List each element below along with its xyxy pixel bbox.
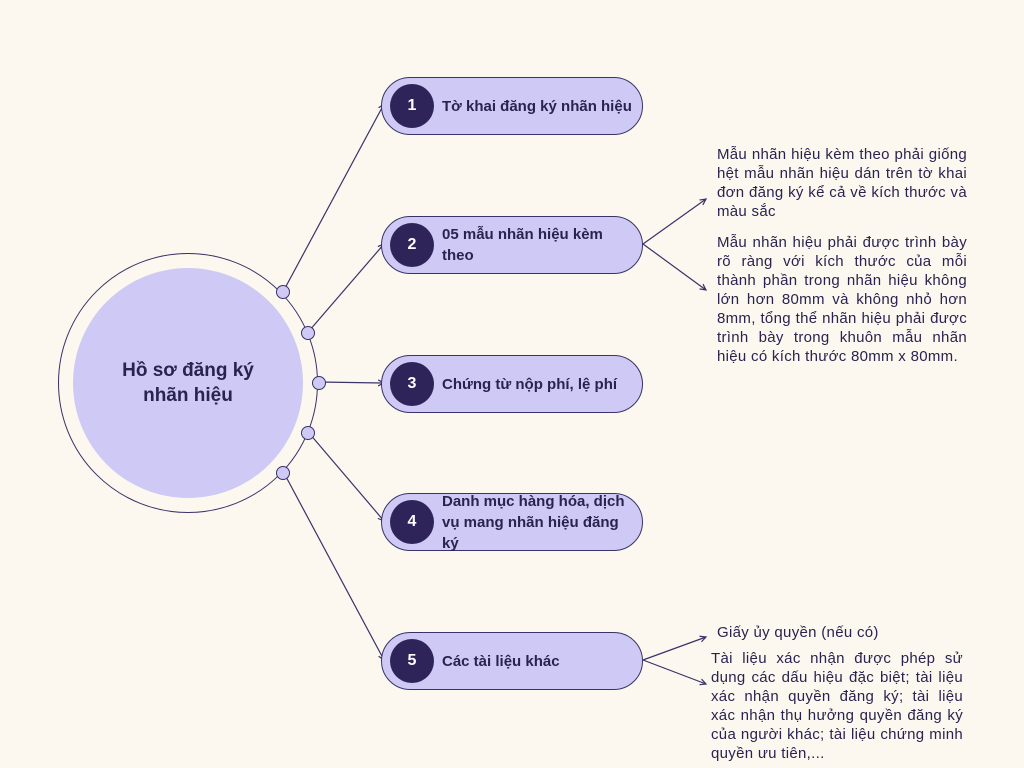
note-item2-size-rules: Mẫu nhãn hiệu phải được trình bày rõ ràn… (717, 234, 967, 365)
item-number-badge: 3 (390, 362, 434, 406)
junction-dot-4 (301, 426, 315, 440)
note-item5-other-documents: Tài liệu xác nhận được phép sử dụng các … (711, 650, 963, 762)
junction-dot-3 (312, 376, 326, 390)
item-label: Danh mục hàng hóa, dịch vụ mang nhãn hiệ… (442, 492, 625, 552)
item-node-2: 2 05 mẫu nhãn hiệu kèm theo (381, 216, 643, 274)
connector-5b (642, 659, 706, 684)
connector-3 (318, 382, 384, 383)
item-number-badge: 1 (390, 84, 434, 128)
connector-4 (308, 432, 384, 521)
item-node-4: 4 Danh mục hàng hóa, dịch vụ mang nhãn h… (381, 492, 643, 552)
item-label: Các tài liệu khác (442, 652, 560, 670)
item-label: 05 mẫu nhãn hiệu kèm theo (442, 226, 603, 264)
connector-5a (642, 637, 706, 661)
note-item2-same-as-form: Mẫu nhãn hiệu kèm theo phải giống hệt mẫ… (717, 146, 967, 220)
item-number-badge: 4 (390, 500, 434, 544)
item-node-1: 1 Tờ khai đăng ký nhãn hiệu (381, 77, 643, 135)
item-node-5: 5 Các tài liệu khác (381, 632, 643, 690)
center-node: Hồ sơ đăng ký nhãn hiệu (73, 268, 303, 498)
junction-dot-2 (301, 326, 315, 340)
connector-2b (642, 243, 706, 290)
junction-dot-1 (276, 285, 290, 299)
item-label: Chứng từ nộp phí, lệ phí (442, 375, 618, 393)
item-number-badge: 5 (390, 639, 434, 683)
note-item5-power-of-attorney: Giấy ủy quyền (nếu có) (717, 624, 879, 641)
item-number-badge: 2 (390, 223, 434, 267)
junction-dot-5 (276, 466, 290, 480)
connector-1 (283, 104, 384, 291)
connector-2 (308, 244, 384, 332)
connector-5 (283, 472, 384, 660)
item-label: Tờ khai đăng ký nhãn hiệu (442, 97, 632, 115)
item-node-3: 3 Chứng từ nộp phí, lệ phí (381, 355, 643, 413)
center-title: Hồ sơ đăng ký nhãn hiệu (122, 360, 254, 406)
connector-2a (642, 199, 706, 245)
